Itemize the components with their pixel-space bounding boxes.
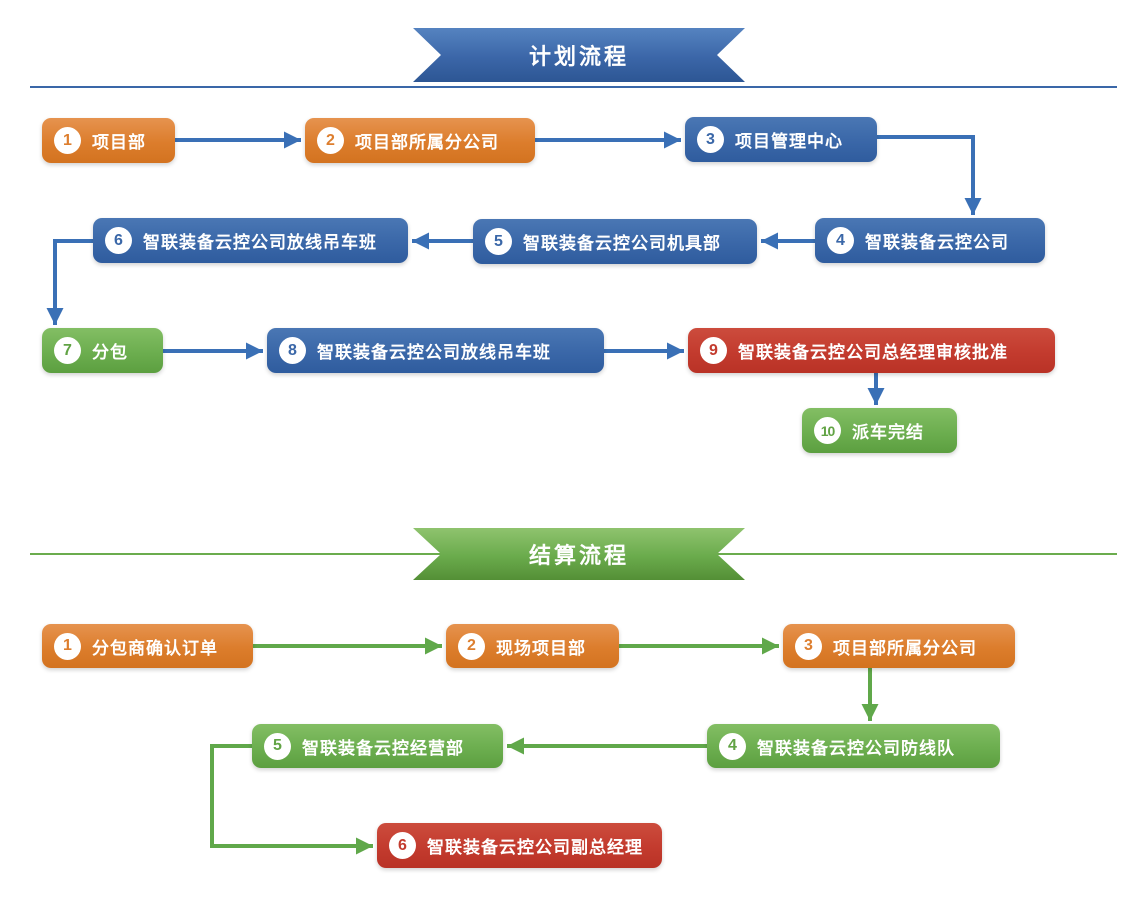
connector-arrow	[877, 135, 982, 215]
step-number-badge: 1	[54, 632, 81, 660]
step-number-badge: 4	[827, 227, 854, 254]
step-label: 智联装备云控公司总经理审核批准	[738, 343, 1008, 362]
step-label: 分包商确认订单	[92, 638, 218, 658]
step-label: 派车完结	[852, 423, 924, 442]
step-label: 项目部所属分公司	[355, 133, 499, 152]
step-number-badge: 6	[389, 832, 416, 859]
step-label: 智联装备云控经营部	[302, 738, 464, 758]
step-label: 现场项目部	[496, 638, 586, 658]
connector-arrow	[46, 239, 93, 325]
step-label: 项目管理中心	[735, 132, 843, 151]
step-number-badge: 1	[54, 127, 81, 154]
step-number-badge: 5	[485, 228, 512, 255]
settlement-node-1: 1 分包商确认订单	[42, 624, 253, 668]
settlement-node-2: 2 现场项目部	[446, 624, 619, 668]
step-label: 智联装备云控公司放线吊车班	[317, 343, 551, 362]
step-label: 智联装备云控公司	[865, 233, 1009, 252]
settlement-connectors	[210, 637, 879, 855]
step-label: 项目部	[92, 133, 146, 152]
settlement-banner-ribbon: 结算流程	[413, 528, 745, 580]
step-label: 智联装备云控公司防线队	[757, 738, 955, 758]
plan-node-5: 5 智联装备云控公司机具部	[473, 219, 757, 264]
plan-node-10: 10 派车完结	[802, 408, 957, 453]
plan-banner-title: 计划流程	[528, 44, 629, 69]
step-number-badge: 8	[279, 337, 306, 364]
plan-node-7: 7 分包	[42, 328, 163, 373]
plan-node-9: 9 智联装备云控公司总经理审核批准	[688, 328, 1055, 373]
plan-banner-ribbon: 计划流程	[413, 28, 745, 82]
plan-node-4: 4 智联装备云控公司	[815, 218, 1045, 263]
step-label: 智联装备云控公司副总经理	[427, 838, 643, 857]
step-number-badge: 10	[814, 417, 841, 444]
settlement-node-6: 6 智联装备云控公司副总经理	[377, 823, 662, 868]
settlement-node-4: 4 智联装备云控公司防线队	[707, 724, 1000, 768]
step-number-badge: 2	[458, 632, 485, 660]
step-number-badge: 7	[54, 337, 81, 364]
step-number-badge: 6	[105, 227, 132, 254]
step-number-badge: 9	[700, 337, 727, 364]
plan-node-2: 2 项目部所属分公司	[305, 118, 535, 163]
settlement-node-3: 3 项目部所属分公司	[783, 624, 1015, 668]
step-label: 智联装备云控公司机具部	[523, 234, 721, 253]
plan-node-3: 3 项目管理中心	[685, 117, 877, 162]
step-number-badge: 5	[264, 732, 291, 760]
step-number-badge: 3	[697, 126, 724, 153]
plan-node-8: 8 智联装备云控公司放线吊车班	[267, 328, 604, 373]
step-number-badge: 3	[795, 632, 822, 660]
step-label: 智联装备云控公司放线吊车班	[143, 233, 377, 252]
plan-connectors	[46, 131, 982, 405]
step-number-badge: 4	[719, 732, 746, 760]
step-number-badge: 2	[317, 127, 344, 154]
settlement-node-5: 5 智联装备云控经营部	[252, 724, 503, 768]
settlement-banner-title: 结算流程	[528, 543, 629, 568]
plan-node-6: 6 智联装备云控公司放线吊车班	[93, 218, 408, 263]
plan-node-1: 1 项目部	[42, 118, 175, 163]
connector-arrow	[210, 744, 373, 855]
plan-section-divider	[30, 86, 1117, 88]
step-label: 分包	[92, 343, 128, 362]
step-label: 项目部所属分公司	[833, 638, 977, 658]
